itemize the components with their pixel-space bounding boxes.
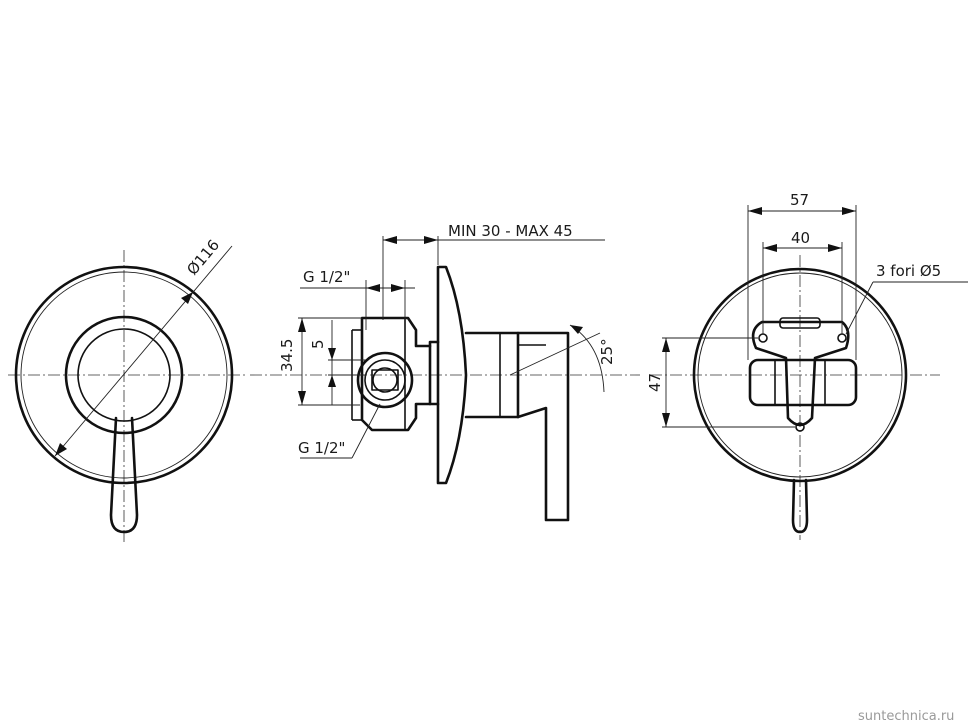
mounting-hole-bottom: [795, 422, 805, 432]
mounting-bracket: [751, 320, 850, 427]
rear-view: 57 40 3 fori Ø5 47: [646, 191, 968, 540]
handle-rosette-inner: [77, 328, 171, 422]
side-lever-handle: [516, 331, 570, 522]
front-lever-handle: [109, 416, 139, 534]
diameter-label: Ø116: [183, 236, 223, 279]
handle-rosette-outer: [64, 315, 184, 435]
side-valve-body: [464, 331, 520, 419]
thread-top-label: G 1/2": [303, 268, 350, 286]
width-57-label: 57: [790, 191, 809, 209]
mounting-hole-right: [837, 333, 847, 343]
watermark: suntechnica.ru: [858, 709, 954, 724]
height-47-label: 47: [646, 373, 664, 392]
mixer-body: [428, 340, 440, 406]
mounting-hole-left: [758, 333, 768, 343]
holes-label: 3 fori Ø5: [876, 262, 941, 280]
depth-range-label: MIN 30 - MAX 45: [448, 222, 573, 240]
angle-label: 25°: [598, 338, 616, 365]
front-view: Ø116: [8, 236, 245, 545]
offset-5-label: 5: [309, 339, 327, 349]
cover-plate-inner-edge: [20, 271, 228, 479]
cover-plate-circle: [14, 265, 234, 485]
width-40-label: 40: [791, 229, 810, 247]
rear-cover-plate: [692, 267, 908, 483]
height-34-5-label: 34.5: [278, 339, 296, 372]
side-view: MIN 30 - MAX 45 G 1/2" 34.5 5 G 1/2" 25°: [250, 222, 640, 522]
side-cover-plate: [436, 265, 468, 485]
thread-bottom-label: G 1/2": [298, 439, 345, 457]
rear-lever-handle: [791, 478, 809, 534]
